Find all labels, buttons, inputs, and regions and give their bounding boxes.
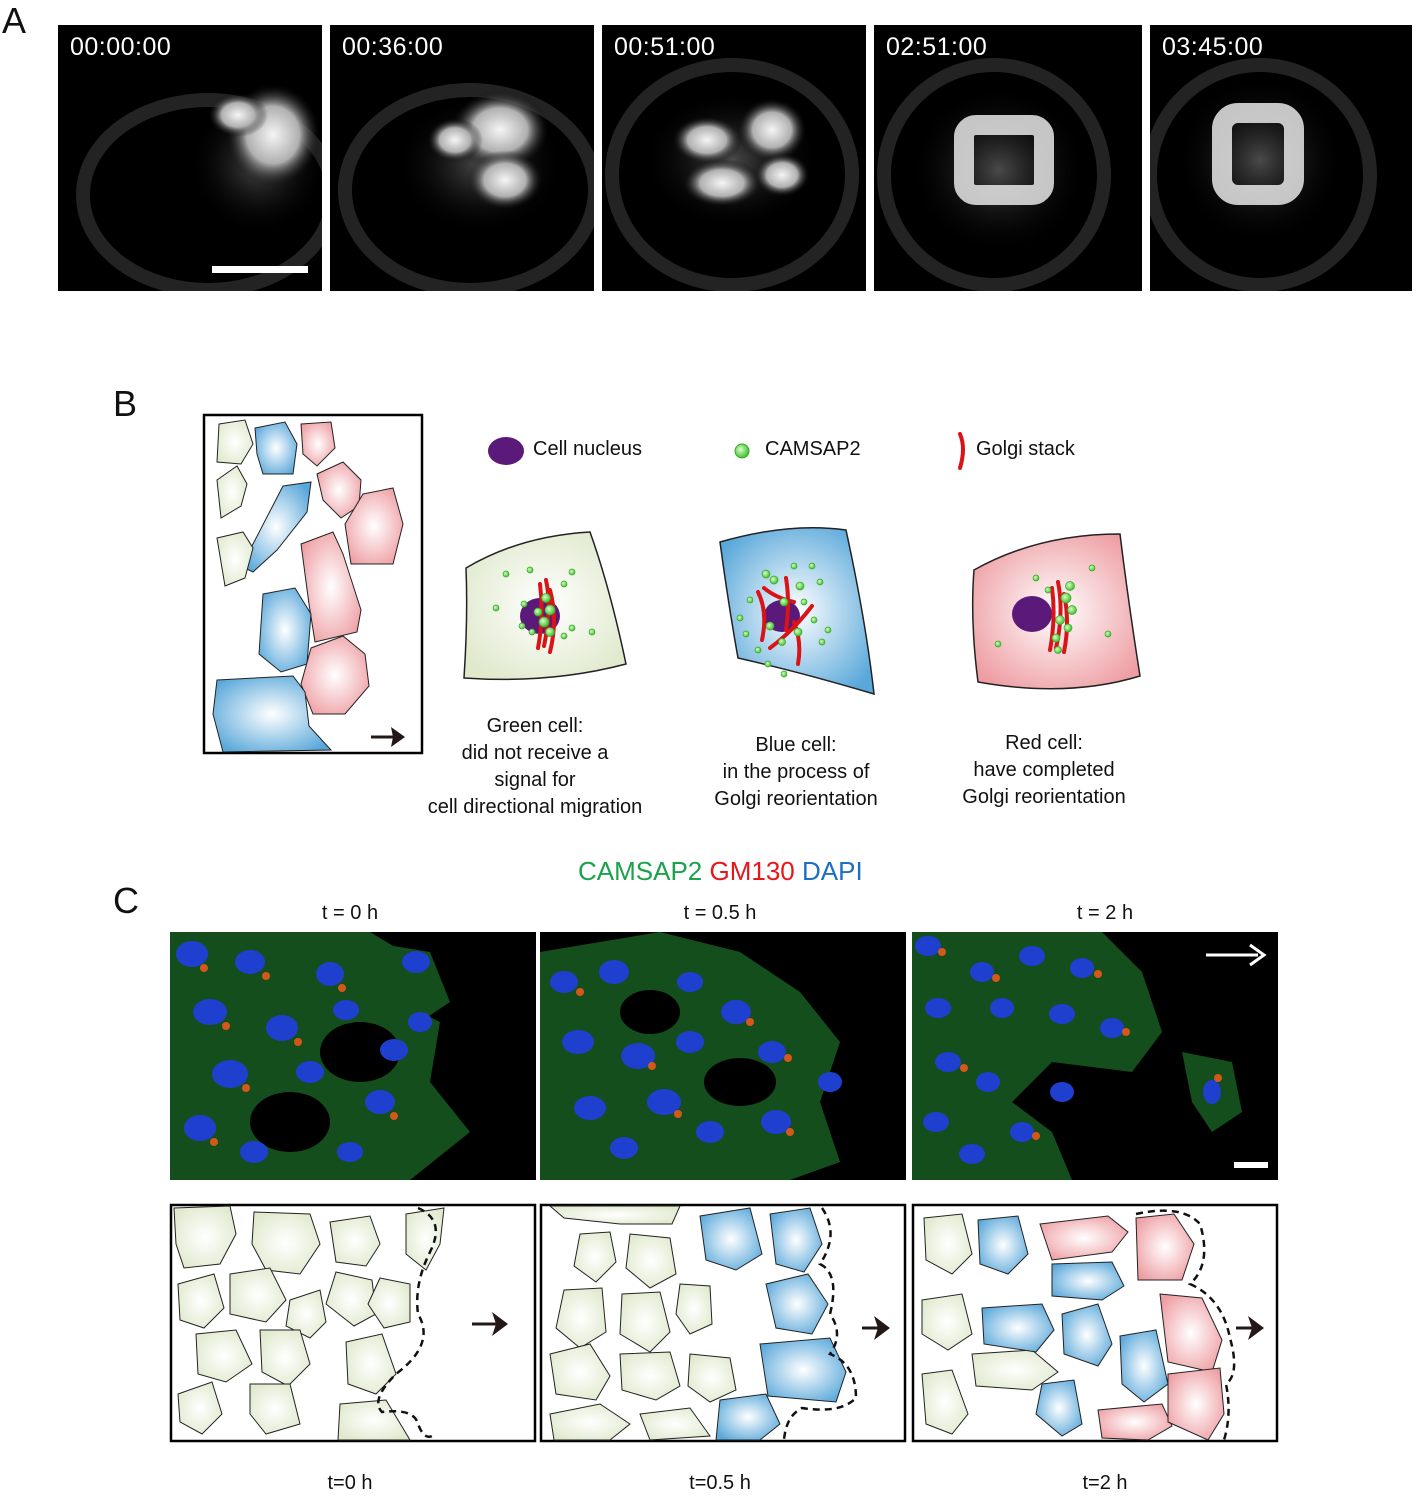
- green-cell-caption: Green cell: did not receive a signal for…: [404, 713, 666, 821]
- schematic-t2: [911, 1203, 1279, 1443]
- caption-line: cell directional migration: [427, 796, 643, 818]
- timepoint-label: t=0 h: [327, 1472, 373, 1494]
- panel-letter-c: C: [113, 880, 139, 921]
- scale-bar: [1234, 1162, 1268, 1168]
- migration-arrow: [862, 1316, 890, 1340]
- caption-line: signal for: [494, 769, 576, 791]
- scale-bar: [212, 266, 308, 273]
- caption-line: Green cell:: [486, 715, 584, 737]
- caption-line: Golgi reorientation: [962, 786, 1126, 808]
- schematic-t05: [539, 1203, 907, 1443]
- caption-line: in the process of: [722, 761, 870, 783]
- timepoint-label: t = 2 h: [1076, 902, 1134, 924]
- micrograph-t2: [912, 932, 1278, 1180]
- micrograph-t0: [170, 932, 536, 1180]
- schematic-t0: [169, 1203, 537, 1443]
- migration-arrow: [1236, 1316, 1264, 1340]
- red-cell-diagram: [971, 533, 1141, 690]
- camsap2-legend-icon: [734, 443, 750, 459]
- golgi-legend-icon: [958, 432, 965, 470]
- panel-letter-b: B: [113, 383, 138, 424]
- timelapse-frame-3: 00:51:00: [602, 25, 866, 291]
- migration-direction-arrow: [1206, 943, 1267, 967]
- caption-line: Blue cell:: [755, 734, 837, 756]
- blue-cell-diagram: [719, 527, 875, 696]
- micrograph-t05: [540, 932, 906, 1180]
- red-cell-caption: Red cell: have completed Golgi reorienta…: [944, 730, 1144, 811]
- timestamp: 00:51:00: [614, 33, 716, 61]
- timelapse-frame-5: 03:45:00: [1150, 25, 1412, 291]
- stain-legend: CAMSAP2 GM130 DAPI: [578, 856, 863, 887]
- legend-label: Cell nucleus: [533, 438, 642, 460]
- nucleus-legend-icon: [488, 437, 524, 465]
- stain-dapi: DAPI: [802, 856, 863, 886]
- timestamp: 00:00:00: [70, 33, 172, 61]
- migration-arrow: [472, 1312, 508, 1336]
- legend-label: CAMSAP2: [765, 438, 861, 460]
- panel-letter-a: A: [2, 0, 27, 41]
- caption-line: Golgi reorientation: [714, 788, 878, 810]
- timepoint-label: t=2 h: [1082, 1472, 1128, 1494]
- timestamp: 00:36:00: [342, 33, 444, 61]
- stain-camsap2: CAMSAP2: [578, 856, 703, 886]
- timelapse-frame-2: 00:36:00: [330, 25, 594, 291]
- timelapse-frame-1: 00:00:00: [58, 25, 322, 291]
- migration-arrow: [371, 727, 405, 747]
- timestamp: 03:45:00: [1162, 33, 1264, 61]
- green-cell-diagram: [463, 531, 627, 681]
- timelapse-frame-4: 02:51:00: [874, 25, 1142, 291]
- caption-line: did not receive a: [461, 742, 609, 764]
- blue-cell-caption: Blue cell: in the process of Golgi reori…: [696, 732, 896, 813]
- timestamp: 02:51:00: [886, 33, 988, 61]
- caption-line: have completed: [973, 759, 1115, 781]
- timepoint-label: t = 0 h: [321, 902, 379, 924]
- timepoint-label: t = 0.5 h: [683, 902, 757, 924]
- timepoint-label: t=0.5 h: [689, 1472, 751, 1494]
- stain-gm130: GM130: [709, 856, 795, 886]
- legend-label: Golgi stack: [976, 438, 1075, 460]
- cell-schematic-overview: [202, 413, 424, 755]
- caption-line: Red cell:: [1005, 732, 1083, 754]
